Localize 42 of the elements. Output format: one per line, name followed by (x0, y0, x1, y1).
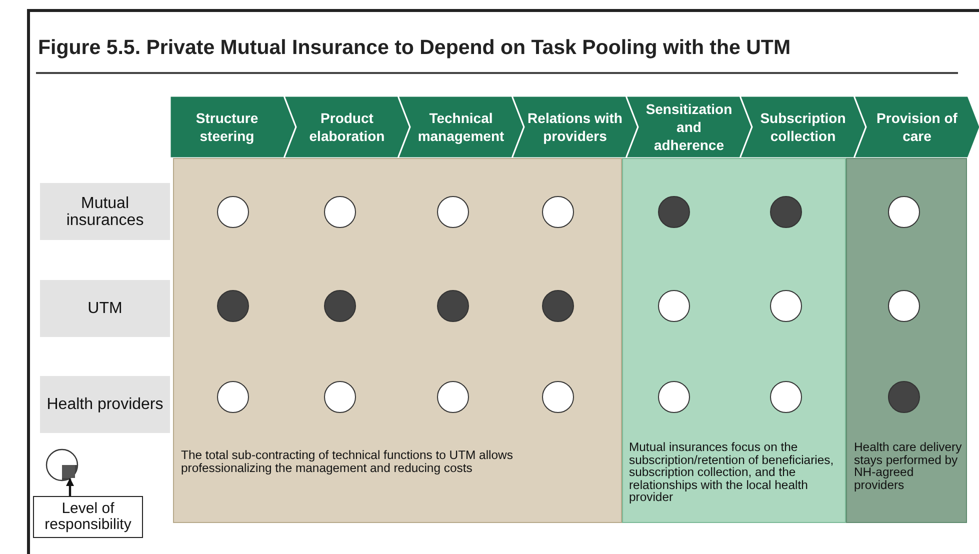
open-circle-marker (324, 196, 356, 228)
chevron-header (170, 96, 296, 158)
column-heading: Structure steering (194, 109, 260, 146)
column-heading: Technical management (416, 109, 506, 146)
filled-circle-marker (770, 196, 802, 228)
row-heading: Mutual insurances (40, 183, 170, 240)
open-circle-marker (888, 290, 920, 322)
open-circle-marker (437, 196, 469, 228)
column-heading: Relations with providers (526, 109, 624, 146)
open-circle-marker (542, 381, 574, 413)
open-circle-marker (542, 196, 574, 228)
panel-note: The total sub-contracting of technical functions to UTM allows professionalizing the management and reducing costs (181, 449, 514, 474)
arrow (66, 478, 74, 496)
row-heading: Health providers (40, 376, 170, 433)
legend-label: Level of responsibility (33, 496, 143, 538)
figure-title: Figure 5.5. Private Mutual Insurance to Depend on Task Pooling with the UTM (38, 36, 791, 60)
open-circle-marker (658, 381, 690, 413)
shaded-panel (846, 158, 967, 523)
open-circle-marker (217, 196, 249, 228)
column-heading: Sensitization and adherence (644, 100, 734, 155)
column-heading: Product elaboration (308, 109, 386, 146)
open-circle-marker (888, 196, 920, 228)
open-circle-marker (770, 381, 802, 413)
open-circle-marker (217, 381, 249, 413)
open-circle-marker (324, 381, 356, 413)
column-heading: Provision of care (876, 109, 958, 146)
filled-circle-marker (324, 290, 356, 322)
filled-circle-marker (888, 381, 920, 413)
column-heading: Subscription collection (759, 109, 847, 146)
panel-note: Health care delivery stays performed by NH-agreed providers (854, 441, 962, 491)
open-circle-marker (658, 290, 690, 322)
open-circle-marker (770, 290, 802, 322)
shaded-panel (622, 158, 846, 523)
row-heading: UTM (40, 280, 170, 337)
panel-note: Mutual insurances focus on the subscription/retention of beneficiaries, subscription collection, and the relationships with the local health provider (629, 441, 835, 504)
filled-circle-marker (542, 290, 574, 322)
chevron-header (854, 96, 979, 158)
filled-circle-marker (217, 290, 249, 322)
filled-circle-marker (437, 290, 469, 322)
open-circle-marker (437, 381, 469, 413)
filled-circle-marker (658, 196, 690, 228)
shaded-panel (173, 158, 622, 523)
